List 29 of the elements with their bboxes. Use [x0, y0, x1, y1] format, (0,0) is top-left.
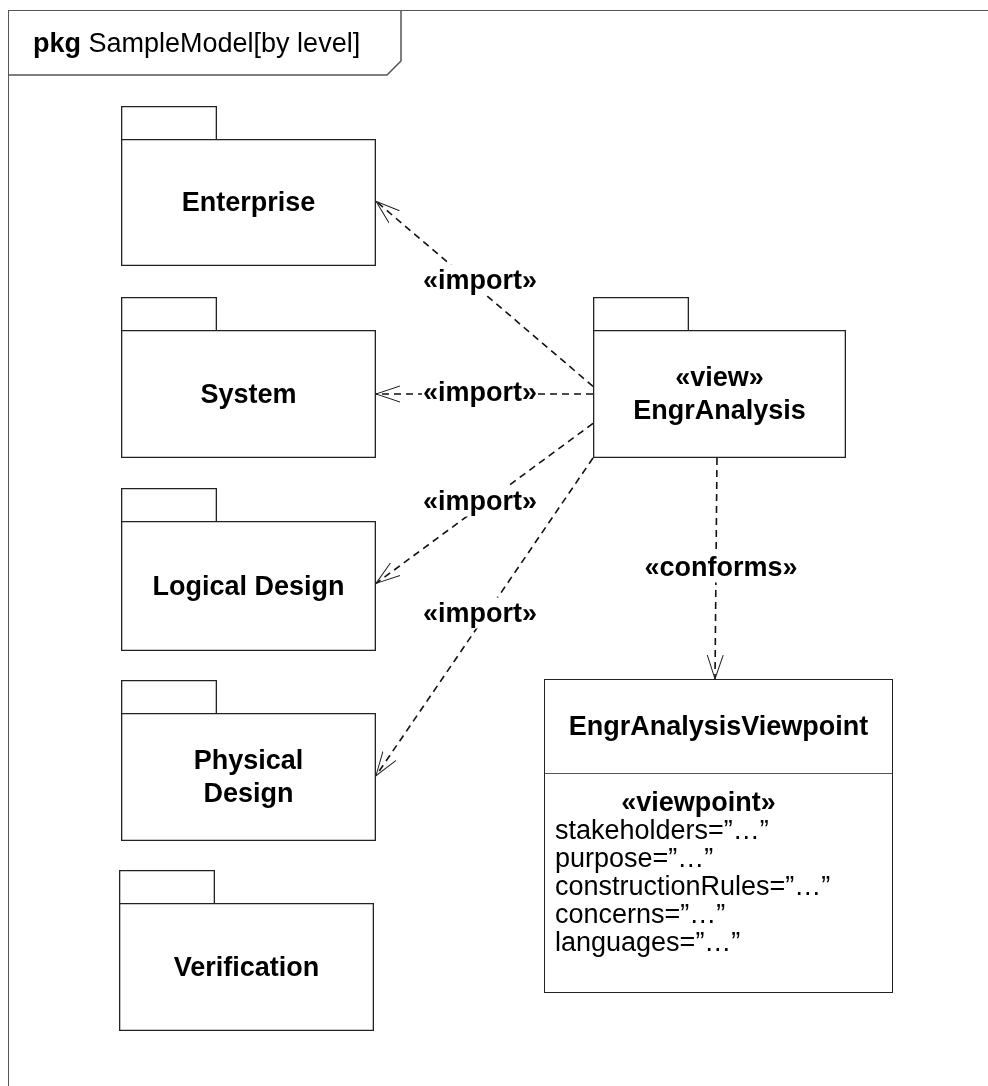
- package-box: [121, 297, 376, 458]
- edge-label: «import»: [422, 485, 538, 517]
- package-name: Enterprise: [181, 186, 316, 219]
- property-text: concerns=”…”: [555, 900, 726, 928]
- edge-label: «import»: [422, 264, 538, 296]
- stereotype: «viewpoint»: [621, 788, 776, 816]
- package-name: Verification: [173, 950, 320, 984]
- property-text: purpose=”…”: [555, 844, 714, 872]
- package-name: EngrAnalysis: [633, 394, 806, 427]
- block-box: [544, 679, 893, 993]
- package-box: [593, 297, 846, 458]
- package-box: [121, 106, 376, 266]
- edge-label: «conforms»: [643, 551, 799, 583]
- property-text: languages=”…”: [555, 928, 741, 956]
- package-box: [121, 680, 376, 841]
- stereotype: «view»: [675, 361, 764, 394]
- property-text: stakeholders=”…”: [555, 816, 769, 844]
- diagram-frame: [8, 10, 988, 1086]
- package-box: [119, 870, 374, 1031]
- package-name: Logical Design: [152, 569, 345, 603]
- package-box: [121, 488, 376, 651]
- dependency-arrow: [706, 457, 724, 680]
- property-text: constructionRules=”…”: [555, 872, 831, 900]
- edge-label: «import»: [422, 597, 538, 629]
- frame-title: pkg SampleModel[by level]: [33, 27, 361, 59]
- package-name: Physical Design: [192, 744, 305, 810]
- package-name: System: [200, 377, 297, 411]
- dependency-arrow: [375, 457, 594, 777]
- block-name: EngrAnalysisViewpoint: [568, 711, 869, 742]
